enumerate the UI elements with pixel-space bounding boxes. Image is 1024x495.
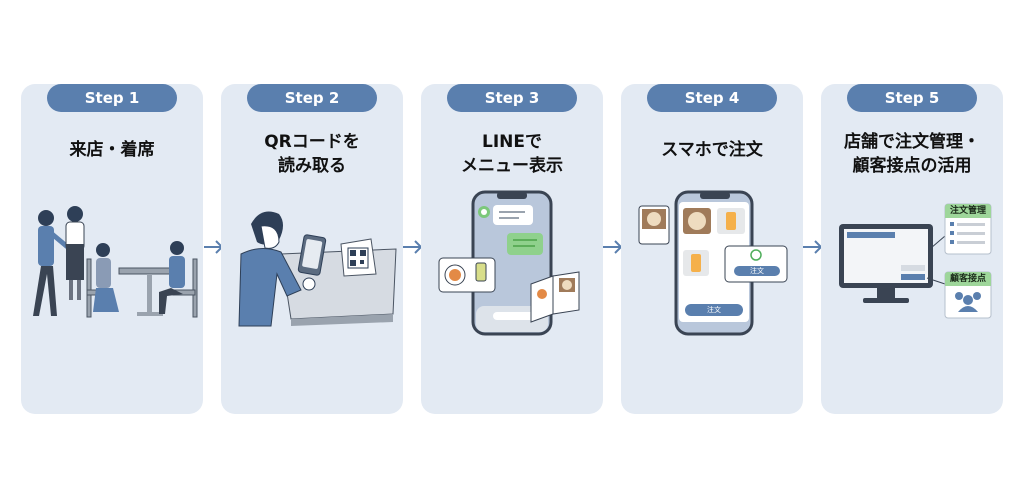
step-title: スマホで注文 — [661, 140, 763, 160]
step-badge: Step 4 — [647, 84, 777, 112]
step-badge: Step 1 — [47, 84, 177, 112]
mobile-order-illustration: 注文 注文 — [621, 188, 803, 338]
step-card-3: Step 3 LINEで メニュー表示 — [421, 84, 603, 414]
customer-touchpoint-card-label: 顧客接点 — [945, 272, 991, 286]
order-management-card-label: 注文管理 — [945, 204, 991, 218]
order-button[interactable]: 注文 — [685, 304, 743, 316]
step-card-5: Step 5 店舗で注文管理・ 顧客接点の活用 注文管理 顧客接 — [821, 84, 1003, 414]
step-title: LINEで メニュー表示 — [461, 132, 563, 176]
restaurant-seating-illustration — [33, 206, 198, 318]
line-menu-illustration — [438, 190, 580, 336]
step-badge: Step 3 — [447, 84, 577, 112]
step-card-4: Step 4 スマホで注文 注文 注文 — [621, 84, 803, 414]
step-title: 来店・着席 — [69, 140, 155, 160]
popup-order-button[interactable]: 注文 — [734, 266, 780, 276]
qr-scan-illustration — [238, 211, 397, 327]
store-dashboard-illustration: 注文管理 顧客接点 — [821, 188, 1003, 338]
step-card-2: Step 2 QRコードを 読み取る — [221, 84, 403, 414]
step-badge: Step 2 — [247, 84, 377, 112]
step-card-1: Step 1 来店・着席 — [21, 84, 203, 414]
step-badge: Step 5 — [847, 84, 977, 112]
step-title: QRコードを 読み取る — [264, 132, 360, 176]
step-title: 店舗で注文管理・ 顧客接点の活用 — [844, 132, 980, 176]
